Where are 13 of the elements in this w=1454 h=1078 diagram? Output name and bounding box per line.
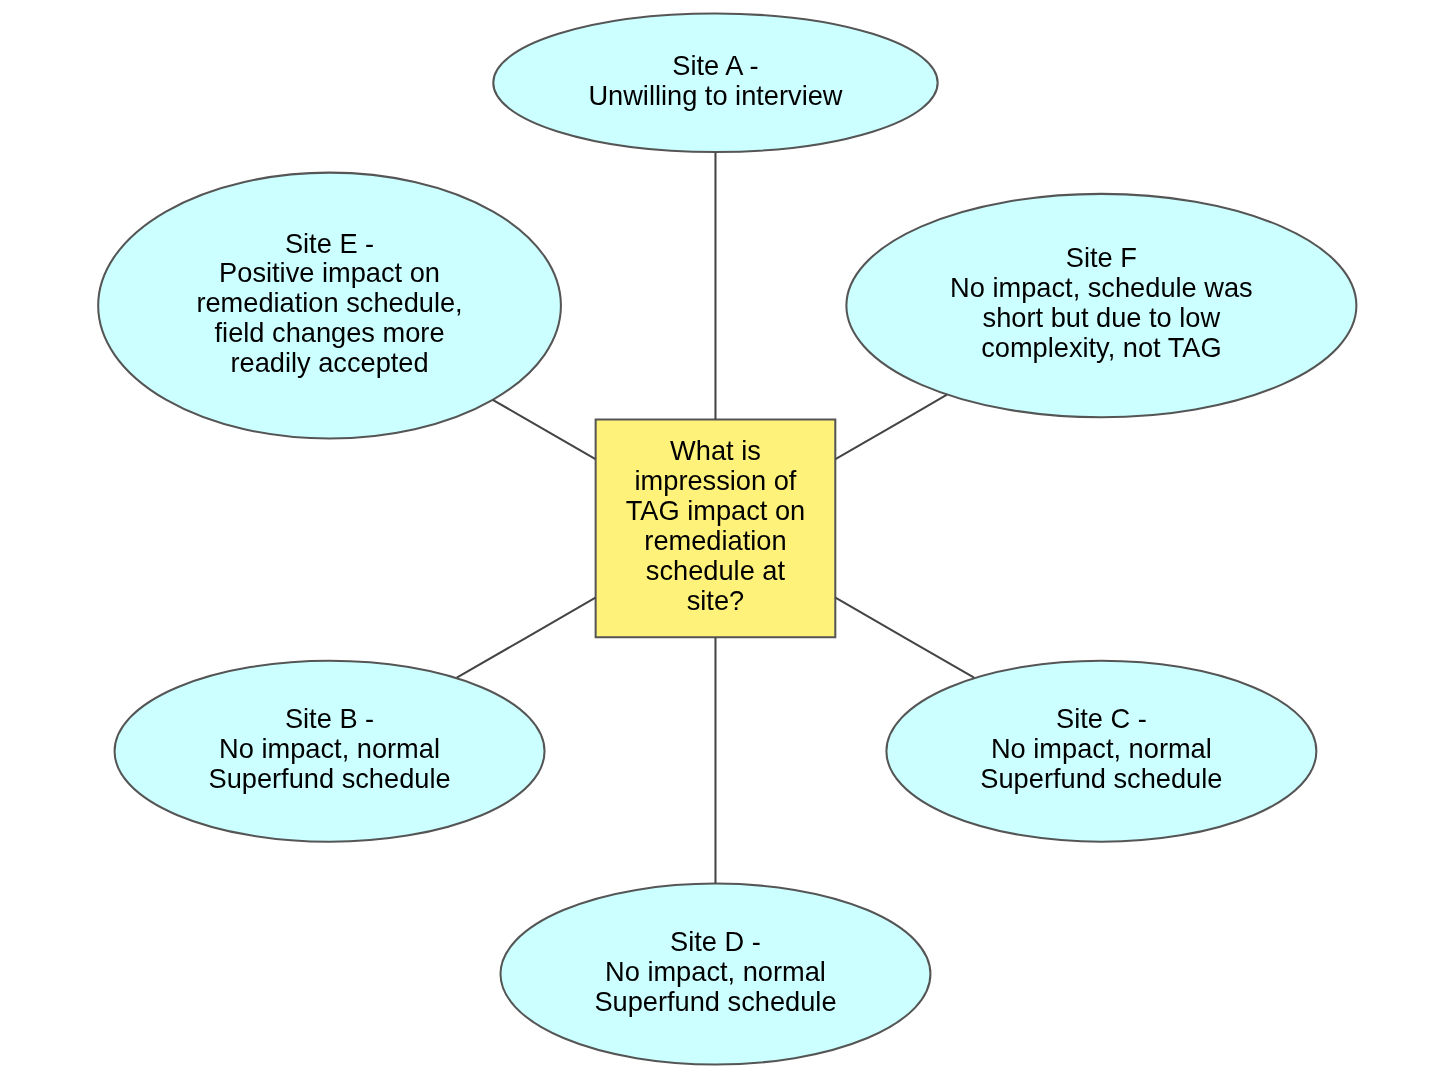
connector bbox=[713, 637, 716, 884]
node-ellipse: Site A - Unwilling to interview bbox=[491, 12, 939, 153]
connector bbox=[713, 152, 716, 420]
connector bbox=[455, 596, 596, 679]
connector bbox=[834, 393, 947, 460]
node-ellipse: Site E - Positive impact on remediation schedule, field changes more readily accepted bbox=[96, 171, 562, 440]
node-ellipse: Site F No impact, schedule was short but due to low complexity, not TAG bbox=[844, 192, 1357, 419]
node-ellipse: Site B - No impact, normal Superfund schedule bbox=[113, 659, 546, 843]
node-ellipse: Site C - No impact, normal Superfund schedule bbox=[884, 659, 1317, 843]
connector bbox=[834, 596, 975, 679]
node-ellipse: Site D - No impact, normal Superfund schedule bbox=[498, 882, 931, 1066]
node-box: What is impression of TAG impact on remediation schedule at site? bbox=[594, 418, 836, 639]
connector bbox=[491, 398, 596, 460]
